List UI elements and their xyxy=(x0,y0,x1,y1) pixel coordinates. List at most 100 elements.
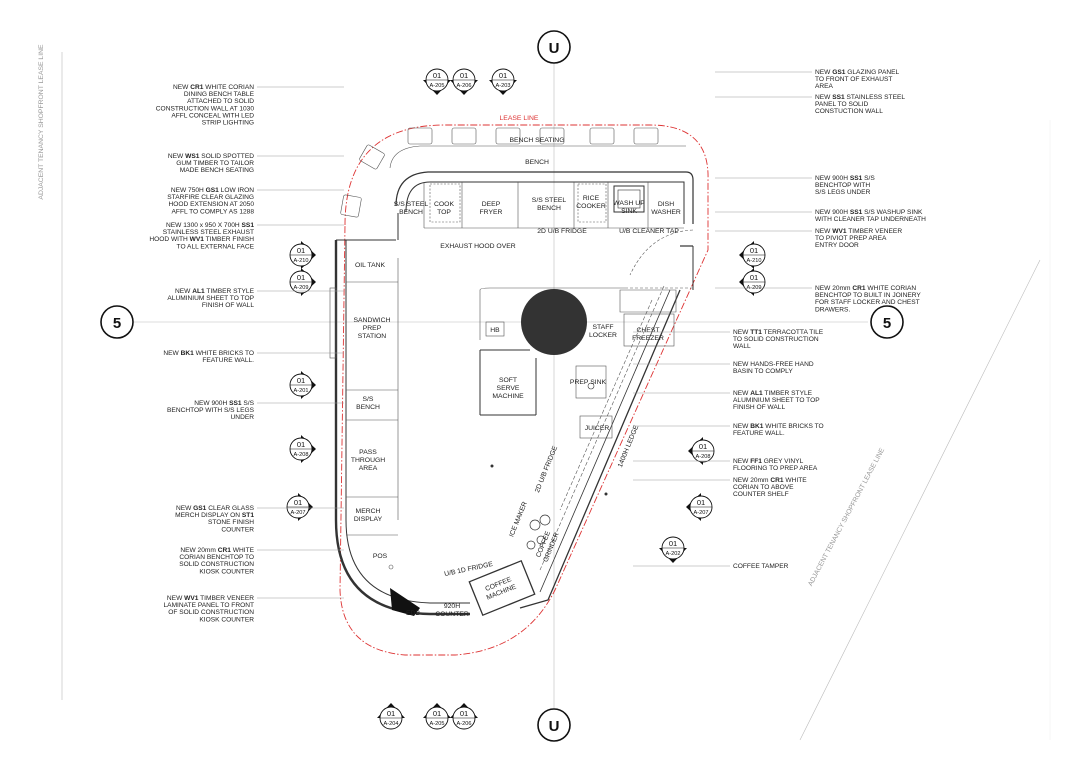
note-line: NEW 900H SS1 S/S WASHUP SINK xyxy=(815,209,923,216)
label-rice-cooker-a: RICE xyxy=(583,195,600,202)
label-sandwich-c: STATION xyxy=(358,333,387,340)
note-line: NEW 750H GS1 LOW IRON xyxy=(171,187,254,194)
note-line: NEW 1300 x 950 X 700H SS1 xyxy=(166,222,254,229)
marker-sheet-ref: A-206 xyxy=(457,83,472,89)
label-counter-a: 920H xyxy=(444,603,460,610)
section-marker[interactable]: 01A-201 xyxy=(289,371,316,399)
label-chest-a: CHEST xyxy=(636,327,659,334)
marker-sheet-ref: A-207 xyxy=(291,510,306,516)
equipment xyxy=(388,313,675,617)
label-ice-maker: ICE MAKER xyxy=(508,501,529,538)
note-line: TO ALL EXTERNAL FACE xyxy=(177,243,255,250)
note-line: NEW 20mm CR1 WHITE xyxy=(733,477,807,484)
note-line: NEW 20mm CR1 WHITE xyxy=(180,547,254,554)
note-line: NEW SS1 STAINLESS STEEL xyxy=(815,94,905,101)
marker-number: 01 xyxy=(297,273,305,282)
note-line: NEW AL1 TIMBER STYLE xyxy=(733,390,813,397)
grid-bubble-5-right: 5 xyxy=(870,305,904,339)
marker-number: 01 xyxy=(699,442,707,451)
marker-number: 01 xyxy=(433,71,441,80)
note-line: STRIP LIGHTING xyxy=(202,120,254,127)
marker-sheet-ref: A-209 xyxy=(294,285,309,291)
label-ub-fridge: 2D U/B FRIDGE xyxy=(537,228,587,235)
section-marker[interactable]: 01A-202 xyxy=(659,536,687,563)
adjacent-lease-lines xyxy=(61,52,1051,741)
note-line: NEW GS1 GLAZING PANEL xyxy=(815,69,899,76)
note-line: ALUMINIUM SHEET TO TOP xyxy=(167,295,254,302)
marker-sheet-ref: A-206 xyxy=(457,721,472,727)
label-edb: EDB xyxy=(406,610,420,617)
note-line: NEW WS1 SOLID SPOTTED xyxy=(168,153,254,160)
label-soft-b: SERVE xyxy=(497,385,520,392)
note-line: LAMINATE PANEL TO FRONT xyxy=(164,602,255,609)
bench-seating-stools xyxy=(340,127,686,218)
note-line: NEW CR1 WHITE CORIAN xyxy=(173,84,254,91)
note-line: NEW 900H SS1 S/S xyxy=(194,400,254,407)
marker-number: 01 xyxy=(433,709,441,718)
note-line: HOOD EXTENSION AT 2050 xyxy=(168,201,254,208)
section-marker[interactable]: 01A-205 xyxy=(423,68,451,95)
note-line: DINING BENCH TABLE xyxy=(184,91,255,98)
label-pos: POS xyxy=(373,553,388,560)
label-wash-up-sink-a: WASH UP xyxy=(613,200,645,207)
label-ss-bench-b: BENCH xyxy=(356,404,380,411)
marker-sheet-ref: A-205 xyxy=(430,83,445,89)
section-marker[interactable]: 01A-206 xyxy=(450,68,478,95)
section-marker[interactable]: 01A-209 xyxy=(739,268,766,296)
note-line: STONE FINISH xyxy=(208,519,254,526)
note-line: NEW FF1 GREY VINYL xyxy=(733,458,804,465)
marker-sheet-ref: A-208 xyxy=(696,454,711,460)
lease-line-left-label: ADJACENT TENANCY SHOPFRONT LEASE LINE xyxy=(38,44,45,200)
section-marker[interactable]: 01A-210 xyxy=(739,241,766,269)
section-marker[interactable]: 01A-208 xyxy=(289,435,316,463)
section-marker[interactable]: 01A-204 xyxy=(377,703,405,730)
svg-text:U: U xyxy=(549,40,560,57)
note-line: UNDER xyxy=(231,414,255,421)
note-line: KIOSK COUNTER xyxy=(199,616,254,623)
label-juicer: JUICER xyxy=(585,425,610,432)
section-marker[interactable]: 01A-205 xyxy=(423,703,451,730)
note-line: NEW GS1 CLEAR GLASS xyxy=(176,505,255,512)
note-line: FEATURE WALL. xyxy=(202,357,254,364)
section-marker[interactable]: 01A-210 xyxy=(289,241,316,269)
section-marker[interactable]: 01A-207 xyxy=(686,493,713,521)
marker-number: 01 xyxy=(750,246,758,255)
label-merch-b: DISPLAY xyxy=(354,516,383,523)
section-marker[interactable]: 01A-203 xyxy=(489,68,517,95)
label-sandwich-b: PREP xyxy=(363,325,382,332)
note-line: NEW 20mm CR1 WHITE CORIAN xyxy=(815,285,916,292)
note-line: STARFIRE CLEAR GLAZING xyxy=(167,194,254,201)
label-pass-b: THROUGH xyxy=(351,457,385,464)
label-pass-c: AREA xyxy=(359,465,378,472)
note-line: DRAWERS. xyxy=(815,306,850,313)
section-marker[interactable]: 01A-207 xyxy=(286,493,313,521)
label-ub-cleaner-tap: U/B CLEANER TAP xyxy=(619,228,679,235)
marker-number: 01 xyxy=(297,376,305,385)
note-line: AFFL TO COMPLY AS 1288 xyxy=(172,208,255,215)
note-line: BENCHTOP WITH S/S LEGS xyxy=(167,407,255,414)
section-marker[interactable]: 01A-209 xyxy=(289,268,316,296)
marker-number: 01 xyxy=(387,709,395,718)
room-labels: BENCH SEATING BENCH S/S STEEL BENCH COOK… xyxy=(351,137,681,618)
note-line: NEW BK1 WHITE BRICKS TO xyxy=(163,350,254,357)
svg-text:U: U xyxy=(549,718,560,735)
section-markers: 01A-20501A-20601A-20301A-21001A-20901A-2… xyxy=(286,68,766,730)
label-rice-cooker-b: COOKER xyxy=(576,203,606,210)
note-line: NEW WV1 TIMBER VENEER xyxy=(815,228,902,235)
section-marker[interactable]: 01A-206 xyxy=(450,703,478,730)
note-line: MERCH DISPLAY ON ST1 xyxy=(175,512,254,519)
marker-sheet-ref: A-207 xyxy=(694,510,709,516)
note-line: NEW TT1 TERRACOTTA TILE xyxy=(733,329,824,336)
section-marker[interactable]: 01A-208 xyxy=(688,437,715,465)
